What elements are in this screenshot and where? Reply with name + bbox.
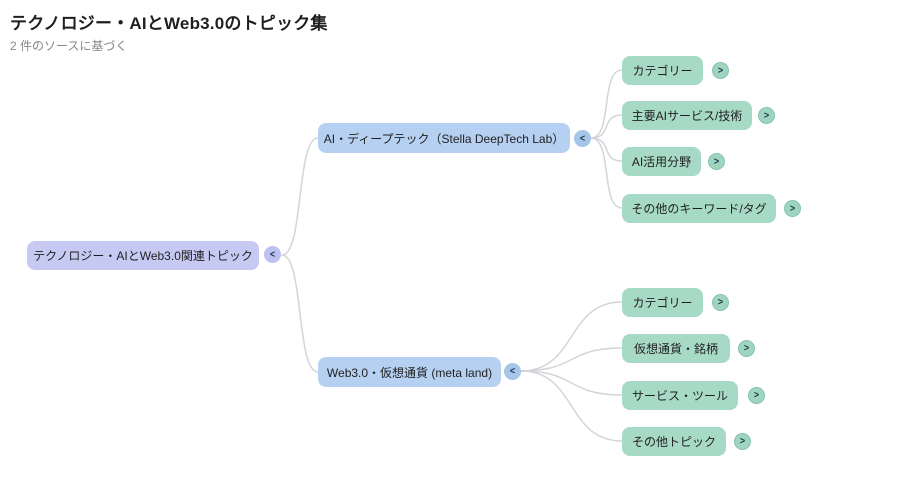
branch-ai-collapse-button[interactable]: < xyxy=(574,130,591,147)
chevron-left-icon: < xyxy=(269,248,276,260)
chevron-right-icon: > xyxy=(717,64,724,76)
connector xyxy=(590,69,623,139)
connector xyxy=(520,301,623,372)
chevron-right-icon: > xyxy=(713,155,720,167)
page-title: テクノロジー・AIとWeb3.0のトピック集 xyxy=(10,14,328,33)
leaf-ai-fields-expand-button[interactable]: > xyxy=(708,153,725,170)
connector xyxy=(281,254,319,373)
connector xyxy=(590,114,623,139)
leaf-node-web3-category[interactable]: カテゴリー xyxy=(622,288,703,317)
branch-node-ai-deeptech[interactable]: AI・ディープテック（Stella DeepTech Lab） xyxy=(318,123,570,153)
leaf-node-web3-coins[interactable]: 仮想通貨・銘柄 xyxy=(622,334,730,363)
leaf-node-web3-tools[interactable]: サービス・ツール xyxy=(622,381,738,410)
leaf-node-ai-keywords[interactable]: その他のキーワード/タグ xyxy=(622,194,776,223)
source-count-label: 2 件のソースに基づく xyxy=(10,39,128,53)
connector xyxy=(520,370,623,396)
leaf-web3-category-expand-button[interactable]: > xyxy=(712,294,729,311)
chevron-right-icon: > xyxy=(763,109,770,121)
leaf-web3-tools-expand-button[interactable]: > xyxy=(748,387,765,404)
root-collapse-button[interactable]: < xyxy=(264,246,281,263)
leaf-web3-coins-expand-button[interactable]: > xyxy=(738,340,755,357)
connector xyxy=(590,137,623,209)
mindmap-root-node[interactable]: テクノロジー・AIとWeb3.0関連トピック xyxy=(27,241,259,270)
leaf-ai-category-expand-button[interactable]: > xyxy=(712,62,729,79)
leaf-ai-services-expand-button[interactable]: > xyxy=(758,107,775,124)
chevron-right-icon: > xyxy=(789,202,796,214)
leaf-web3-other-expand-button[interactable]: > xyxy=(734,433,751,450)
leaf-node-web3-other[interactable]: その他トピック xyxy=(622,427,726,456)
leaf-node-ai-services[interactable]: 主要AIサービス/技術 xyxy=(622,101,752,130)
leaf-ai-keywords-expand-button[interactable]: > xyxy=(784,200,801,217)
branch-node-web3-crypto[interactable]: Web3.0・仮想通貨 (meta land) xyxy=(318,357,501,387)
connector xyxy=(520,370,623,442)
chevron-right-icon: > xyxy=(753,389,760,401)
chevron-right-icon: > xyxy=(743,342,750,354)
chevron-left-icon: < xyxy=(509,365,516,377)
connector xyxy=(590,137,623,162)
connector xyxy=(520,347,623,372)
chevron-right-icon: > xyxy=(739,435,746,447)
chevron-left-icon: < xyxy=(579,132,586,144)
branch-web3-collapse-button[interactable]: < xyxy=(504,363,521,380)
leaf-node-ai-category[interactable]: カテゴリー xyxy=(622,56,703,85)
connector xyxy=(281,137,319,256)
leaf-node-ai-fields[interactable]: AI活用分野 xyxy=(622,147,701,176)
chevron-right-icon: > xyxy=(717,296,724,308)
